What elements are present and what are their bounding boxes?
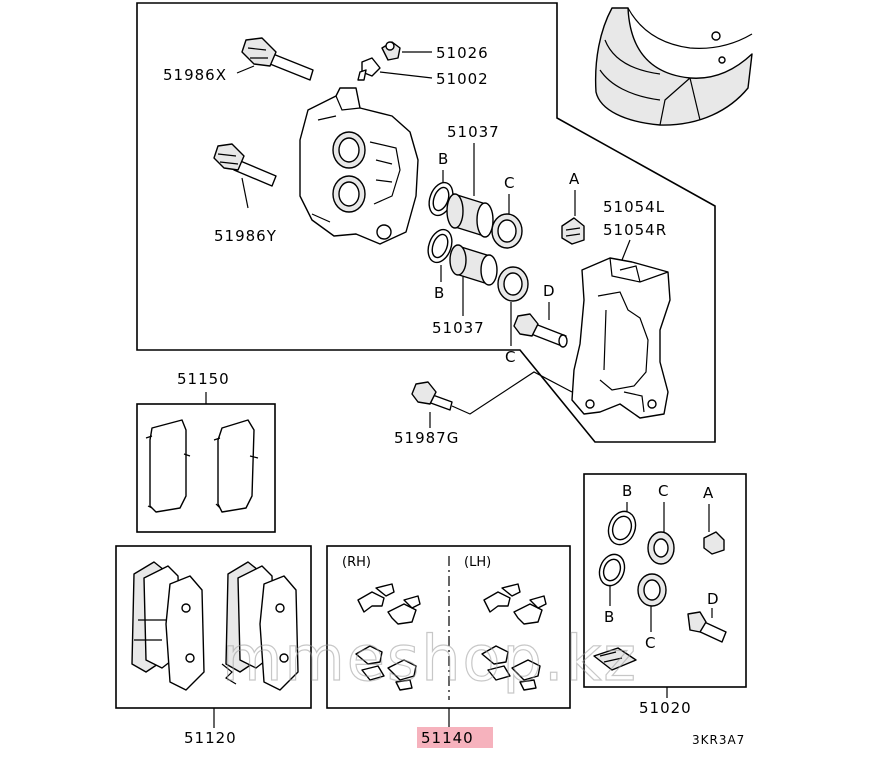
label-51986y: 51986Y (214, 227, 277, 245)
label-51037-bot: 51037 (432, 319, 485, 337)
clip-kit-lh-label: (LH) (464, 555, 491, 570)
lower-piston-set-drawing (427, 228, 529, 302)
label-51037-top: 51037 (447, 123, 500, 141)
slide-pin-d-drawing (513, 313, 568, 348)
label-51987g: 51987G (394, 429, 459, 447)
upper-piston-set-drawing (428, 181, 523, 249)
bleeder-screw-51002-drawing (357, 57, 381, 81)
letter-c-main-bot: C (505, 348, 516, 366)
dust-shield-drawing (594, 7, 753, 126)
letter-a-kit: A (703, 484, 714, 502)
letter-d-main: D (543, 282, 556, 300)
guide-pin-51986x-drawing (241, 37, 314, 81)
label-51002: 51002 (436, 70, 489, 88)
shim-box-51150 (136, 403, 276, 533)
diagram-reference-code: 3KR3A7 (692, 733, 745, 747)
seal-kit-parts-drawing (593, 510, 727, 671)
mounting-bolt-51987g-drawing (411, 381, 453, 411)
label-51020: 51020 (639, 699, 692, 717)
watermark: mmeshop.kz (222, 622, 638, 695)
label-51054l: 51054L (603, 198, 665, 216)
seal-kit-box-51020 (583, 473, 747, 688)
label-51986x: 51986X (163, 66, 227, 84)
label-51150: 51150 (177, 370, 230, 388)
guide-pin-51986y-drawing (213, 143, 277, 187)
caliper-support-drawing (571, 257, 671, 419)
letter-b-main-top: B (438, 150, 449, 168)
caliper-assembly-boundary (136, 2, 716, 443)
pad-clips-drawing (355, 583, 547, 691)
letter-d-kit: D (707, 590, 720, 608)
letter-b-kit-top: B (622, 482, 633, 500)
label-51054r: 51054R (603, 221, 667, 239)
letter-c-kit-bot: C (645, 634, 656, 652)
letter-b-kit-bot: B (604, 608, 615, 626)
brake-pads-drawing (131, 561, 299, 691)
letter-a-main: A (569, 170, 580, 188)
clip-kit-rh-label: (RH) (342, 555, 371, 570)
letter-c-main-top: C (504, 174, 515, 192)
label-51140[interactable]: 51140 (421, 729, 474, 747)
bleeder-cap-51026-drawing (381, 41, 401, 61)
part-highlight-51140 (417, 727, 493, 748)
letter-c-kit-top: C (658, 482, 669, 500)
label-51120: 51120 (184, 729, 237, 747)
pad-shim-drawing (145, 419, 259, 513)
label-51026: 51026 (436, 44, 489, 62)
letter-b-main-bot: B (434, 284, 445, 302)
caliper-body-drawing (299, 87, 419, 245)
boot-a-drawing (561, 217, 585, 245)
